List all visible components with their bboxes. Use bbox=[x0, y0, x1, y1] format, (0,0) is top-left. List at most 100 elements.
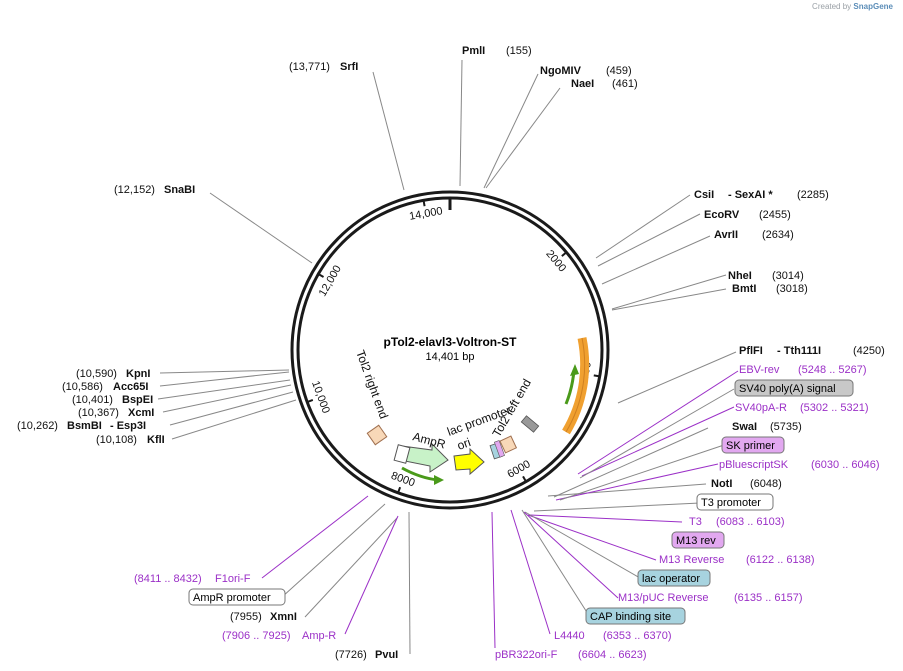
sv40-polya-box bbox=[520, 415, 540, 433]
enzyme-bmti[interactable]: BmtI (3018) bbox=[732, 283, 808, 295]
tick-mark bbox=[306, 399, 314, 403]
enzyme-pflfi[interactable]: PflFI - Tth111I (4250) bbox=[739, 345, 885, 357]
primer-range: (6083 .. 6103) bbox=[716, 516, 785, 528]
primer-m13-puc-reverse[interactable]: M13/pUC Reverse (6135 .. 6157) bbox=[618, 592, 803, 604]
ampr-promoter-box bbox=[393, 444, 411, 464]
feature-ampr-promoter[interactable]: AmpR promoter bbox=[188, 588, 286, 606]
primer-m13-reverse[interactable]: M13 Reverse (6122 .. 6138) bbox=[659, 554, 815, 566]
ori-label: ori bbox=[455, 435, 472, 453]
enzyme-snabi[interactable]: (12,152) SnaBI bbox=[114, 184, 195, 196]
primer-name: EBV-rev bbox=[739, 364, 780, 376]
primer-name: M13 Reverse bbox=[659, 554, 724, 566]
primer-t3[interactable]: T3 (6083 .. 6103) bbox=[689, 516, 785, 528]
enzyme-bsmbi[interactable]: (10,262) BsmBI - Esp3I bbox=[17, 420, 146, 432]
primer-labels: EBV-rev (5248 .. 5267) SV40pA-R (5302 ..… bbox=[134, 364, 880, 661]
enzyme-name: BsmBI bbox=[67, 420, 102, 432]
primer-name: pBluescriptSK bbox=[719, 459, 789, 471]
orange-feature-arc-edge bbox=[565, 337, 586, 433]
backbone bbox=[290, 190, 610, 510]
plasmid-size: 14,401 bp bbox=[426, 351, 475, 363]
inner-ring bbox=[296, 196, 604, 504]
feature-label: AmpR promoter bbox=[193, 592, 271, 604]
enzyme-extra: - Esp3I bbox=[110, 420, 146, 432]
tick-mark bbox=[397, 486, 402, 494]
primer-name: M13/pUC Reverse bbox=[618, 592, 708, 604]
enzyme-noti[interactable]: NotI (6048) bbox=[711, 478, 782, 490]
enzyme-naei[interactable]: NaeI (461) bbox=[571, 78, 638, 90]
primer-range: (7906 .. 7925) bbox=[222, 630, 291, 642]
leader-lines bbox=[157, 59, 739, 655]
enzyme-xcmi[interactable]: (10,367) XcmI bbox=[78, 407, 154, 419]
enzyme-avrii[interactable]: AvrII (2634) bbox=[714, 229, 794, 241]
inner-features bbox=[366, 337, 590, 485]
enzyme-nhei[interactable]: NheI (3014) bbox=[728, 270, 804, 282]
enzyme-pos: (3018) bbox=[776, 283, 808, 295]
feature-lac-operator[interactable]: lac operator bbox=[637, 569, 711, 587]
enzyme-pos: (10,590) bbox=[76, 368, 117, 380]
feature-cap-binding-site[interactable]: CAP binding site bbox=[585, 607, 686, 625]
primer-pbr322ori-f[interactable]: pBR322ori-F (6604 .. 6623) bbox=[495, 649, 647, 661]
enzyme-csii[interactable]: CsiI - SexAI * (2285) bbox=[694, 189, 829, 201]
primer-name: L4440 bbox=[554, 630, 585, 642]
snapgene-brand: SnapGene bbox=[853, 2, 893, 11]
tick-mark bbox=[422, 200, 426, 207]
primer-ebv-rev[interactable]: EBV-rev (5248 .. 5267) bbox=[739, 364, 867, 376]
primer-name: F1ori-F bbox=[215, 573, 251, 585]
enzyme-kfli[interactable]: (10,108) KflI bbox=[96, 434, 165, 446]
enzyme-pvui[interactable]: (7726) PvuI bbox=[335, 649, 398, 661]
tick-mark bbox=[522, 475, 527, 483]
enzyme-bspei[interactable]: (10,401) BspEI bbox=[72, 394, 153, 406]
green-arrowhead-bottom bbox=[434, 475, 444, 485]
enzyme-ecorv[interactable]: EcoRV (2455) bbox=[704, 209, 791, 221]
enzyme-ngomiv[interactable]: NgoMIV (459) bbox=[540, 65, 632, 77]
primer-amp-r[interactable]: (7906 .. 7925) Amp-R bbox=[222, 630, 336, 642]
primer-range: (6122 .. 6138) bbox=[746, 554, 815, 566]
feature-label: T3 promoter bbox=[701, 497, 761, 509]
primer-range: (5248 .. 5267) bbox=[798, 364, 867, 376]
enzyme-name: SrfI bbox=[340, 61, 358, 73]
feature-box bbox=[696, 493, 774, 511]
enzyme-pos: (3014) bbox=[772, 270, 804, 282]
primer-name: pBR322ori-F bbox=[495, 649, 558, 661]
feature-label: SV40 poly(A) signal bbox=[739, 383, 836, 395]
enzyme-srfi[interactable]: (13,771) SrfI bbox=[289, 61, 358, 73]
primer-range: (6604 .. 6623) bbox=[578, 649, 647, 661]
enzyme-name: SnaBI bbox=[164, 184, 195, 196]
enzyme-name: AvrII bbox=[714, 229, 738, 241]
enzyme-pos: (6048) bbox=[750, 478, 782, 490]
feature-m13-rev[interactable]: M13 rev bbox=[671, 531, 725, 549]
enzyme-pmli[interactable]: PmlI (155) bbox=[462, 45, 532, 57]
primer-range: (6353 .. 6370) bbox=[603, 630, 672, 642]
feature-box bbox=[585, 607, 686, 625]
orange-feature-arc bbox=[562, 337, 590, 435]
tick-mark bbox=[317, 273, 325, 278]
primer-f1ori-f[interactable]: (8411 .. 8432) F1ori-F bbox=[134, 573, 251, 585]
enzyme-name: KpnI bbox=[126, 368, 150, 380]
feature-sv40-polya-signal[interactable]: SV40 poly(A) signal bbox=[734, 379, 854, 397]
enzyme-name: XcmI bbox=[128, 407, 154, 419]
enzyme-pos: (155) bbox=[506, 45, 532, 57]
primer-pbluescriptsk[interactable]: pBluescriptSK (6030 .. 6046) bbox=[719, 459, 880, 471]
enzyme-acc65i[interactable]: (10,586) Acc65I bbox=[62, 381, 148, 393]
enzyme-pos: (7726) bbox=[335, 649, 367, 661]
enzyme-pos: (10,367) bbox=[78, 407, 119, 419]
enzyme-kpni[interactable]: (10,590) KpnI bbox=[76, 368, 150, 380]
primer-sv40pa-r[interactable]: SV40pA-R (5302 .. 5321) bbox=[735, 402, 869, 414]
enzyme-pos: (7955) bbox=[230, 611, 262, 623]
credit-prefix: Created by bbox=[812, 2, 852, 11]
feature-label: M13 rev bbox=[676, 535, 716, 547]
enzyme-name: SwaI bbox=[732, 421, 757, 433]
enzyme-xmni[interactable]: (7955) XmnI bbox=[230, 611, 297, 623]
feature-sk-primer[interactable]: SK primer bbox=[721, 436, 785, 454]
enzyme-name: Acc65I bbox=[113, 381, 148, 393]
enzyme-swai[interactable]: SwaI (5735) bbox=[732, 421, 802, 433]
outer-ring bbox=[290, 190, 610, 510]
primer-range: (8411 .. 8432) bbox=[134, 573, 202, 585]
primer-range: (6135 .. 6157) bbox=[734, 592, 803, 604]
enzyme-pos: (459) bbox=[606, 65, 632, 77]
primer-l4440[interactable]: L4440 (6353 .. 6370) bbox=[554, 630, 672, 642]
enzyme-pos: (10,401) bbox=[72, 394, 113, 406]
enzyme-pos: (13,771) bbox=[289, 61, 330, 73]
feature-label: lac operator bbox=[642, 573, 700, 585]
feature-t3-promoter[interactable]: T3 promoter bbox=[696, 493, 774, 511]
